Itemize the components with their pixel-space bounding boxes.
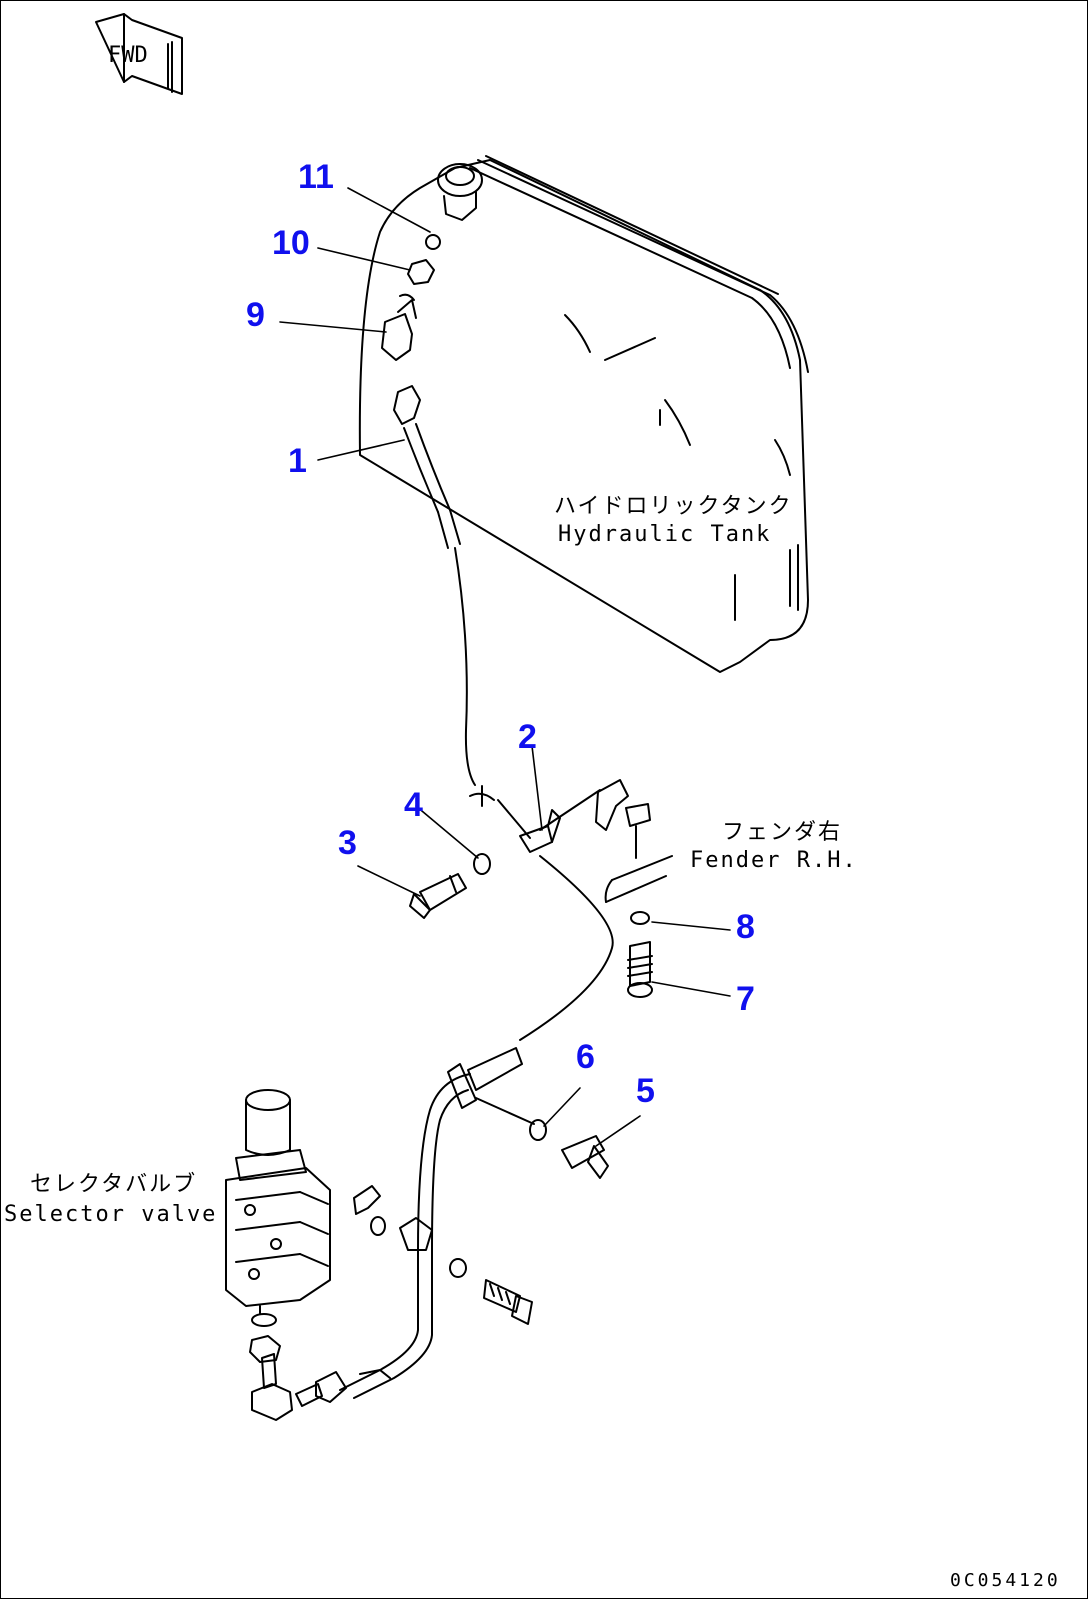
clamp-assembly-upper — [409, 785, 601, 919]
callout-4: 4 — [404, 786, 423, 824]
callout-11: 11 — [298, 158, 334, 196]
callout-7: 7 — [736, 980, 755, 1018]
tank-fittings — [381, 234, 441, 361]
hose-end-fitting — [251, 1353, 391, 1421]
callout-9: 9 — [246, 296, 265, 334]
hose-1 — [393, 385, 476, 786]
valve-label-jp: セレクタバルブ — [30, 1172, 198, 1197]
hydraulic-tank — [358, 155, 809, 673]
valve-label-en: Selector valve — [4, 1202, 218, 1227]
selector-valve — [225, 1089, 331, 1363]
forward-arrow-icon: FWD — [95, 13, 183, 95]
callout-3: 3 — [338, 824, 357, 862]
callout-5: 5 — [636, 1072, 655, 1110]
callout-1: 1 — [288, 442, 307, 480]
fender-bracket — [595, 779, 673, 998]
tank-label-en: Hydraulic Tank — [558, 522, 772, 547]
tank-label-jp: ハイドロリックタンク — [554, 494, 793, 519]
callout-6: 6 — [576, 1038, 595, 1076]
callout-10: 10 — [272, 224, 310, 262]
fwd-marker-text: FWD — [108, 43, 148, 68]
fender-label-jp: フェンダ右 — [722, 820, 843, 845]
callout-8: 8 — [736, 908, 755, 946]
fender-label-en: Fender R.H. — [690, 848, 858, 873]
leader-lines — [279, 187, 731, 1147]
callout-2: 2 — [518, 718, 537, 756]
clamp-assembly-lower — [353, 1185, 533, 1325]
drawing-code: 0C054120 — [950, 1570, 1061, 1591]
pipe-lower — [339, 855, 614, 1399]
